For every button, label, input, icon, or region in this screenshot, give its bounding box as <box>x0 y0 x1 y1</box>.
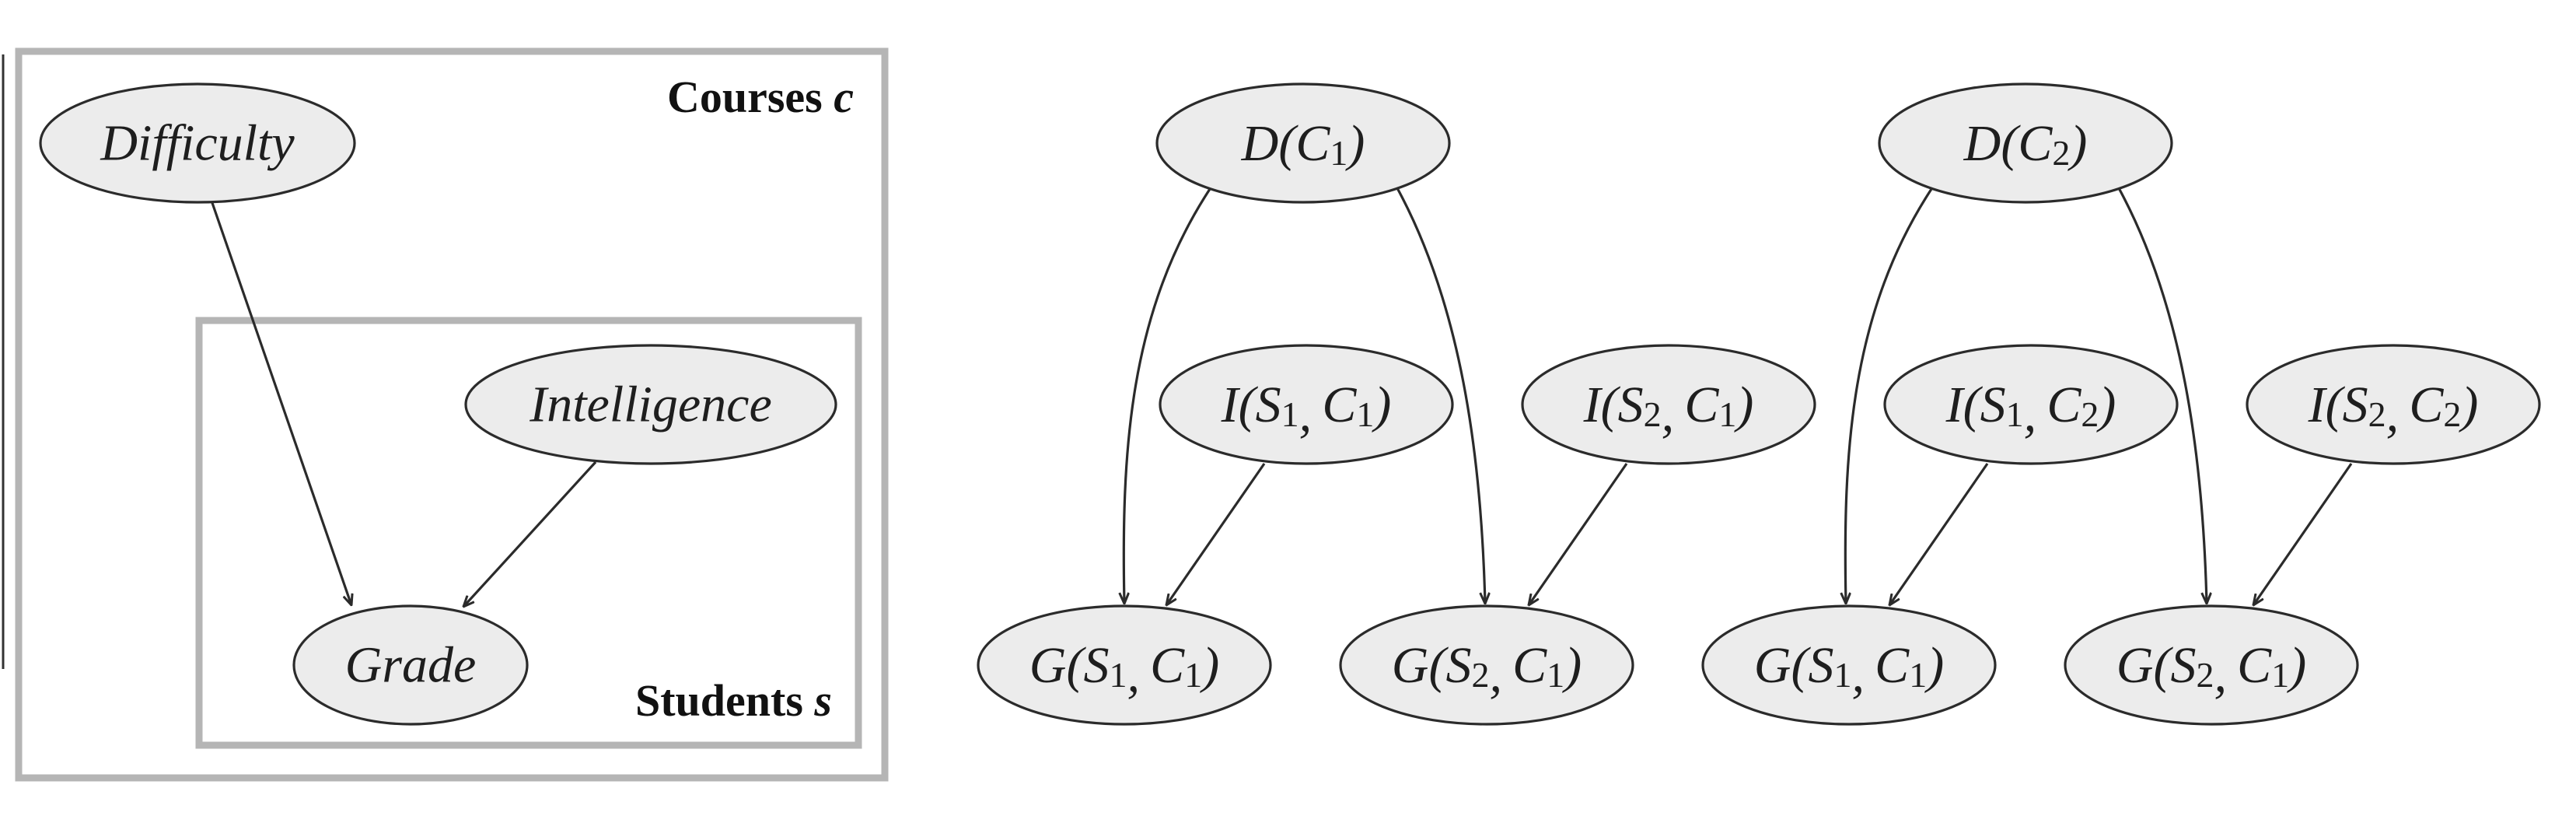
svg-text:I(S1, C2): I(S1, C2) <box>1945 376 2116 443</box>
edge-i-s1-c2-g-s1-c1 <box>1889 463 1989 605</box>
svg-text:D(C1): D(C1) <box>1241 115 1365 173</box>
node-i-s2-c1: I(S2, C1) <box>1521 344 1816 465</box>
edge-i-s1-c1-g-s1-c1 <box>1166 463 1266 605</box>
svg-text:G(S1, C1): G(S1, C1) <box>1754 637 1944 703</box>
edge-i-s2-c1-g-s2-c1 <box>1529 463 1628 605</box>
students-plate <box>195 317 862 749</box>
edge-i-s2-c2-g-s2-c1 <box>2253 463 2353 605</box>
edge-d-c2-g-s1-c1 <box>1845 186 1935 604</box>
edge-d-c1-g-s1-c1 <box>1124 186 1213 604</box>
node-d-c1: D(C1) <box>1155 82 1451 204</box>
edge-d-c2-g-s2-c1 <box>2116 186 2207 604</box>
svg-text:Intelligence: Intelligence <box>529 376 772 433</box>
svg-text:I(S2, C2): I(S2, C2) <box>2308 376 2479 443</box>
svg-text:G(S2, C1): G(S2, C1) <box>2116 637 2306 703</box>
node-g-s2-c1-first: G(S2, C1) <box>1339 604 1634 726</box>
node-g-s1-c1-second: G(S1, C1) <box>1701 604 1997 726</box>
node-difficulty: Difficulty <box>39 82 356 204</box>
courses-plate-label: Courses c <box>667 72 854 122</box>
svg-text:Grade: Grade <box>345 637 477 694</box>
ground-network: D(C1) D(C2) I(S1, C1) I(S2, C1) I(S1, C2… <box>977 82 2541 726</box>
edge-d-c1-g-s2-c1 <box>1395 186 1485 604</box>
edge-intelligence-grade <box>463 461 597 607</box>
svg-text:D(C2): D(C2) <box>1963 115 2088 173</box>
plate-model: Courses c Students s Difficulty Intellig… <box>15 47 889 782</box>
svg-text:I(S2, C1): I(S2, C1) <box>1583 376 1754 443</box>
node-d-c2: D(C2) <box>1878 82 2173 204</box>
edge-difficulty-grade <box>210 200 351 605</box>
node-i-s1-c2: I(S1, C2) <box>1883 344 2179 465</box>
courses-plate <box>15 47 889 782</box>
node-i-s1-c1: I(S1, C1) <box>1159 344 1454 465</box>
node-grade: Grade <box>292 604 529 726</box>
svg-text:G(S2, C1): G(S2, C1) <box>1392 637 1582 703</box>
node-i-s2-c2: I(S2, C2) <box>2246 344 2541 465</box>
svg-text:I(S1, C1): I(S1, C1) <box>1221 376 1392 443</box>
students-plate-label: Students s <box>635 675 832 726</box>
svg-text:G(S1, C1): G(S1, C1) <box>1029 637 1219 703</box>
node-g-s2-c1-second: G(S2, C1) <box>2064 604 2359 726</box>
svg-text:Difficulty: Difficulty <box>100 115 295 172</box>
node-g-s1-c1-first: G(S1, C1) <box>977 604 1272 726</box>
node-intelligence: Intelligence <box>464 344 837 465</box>
